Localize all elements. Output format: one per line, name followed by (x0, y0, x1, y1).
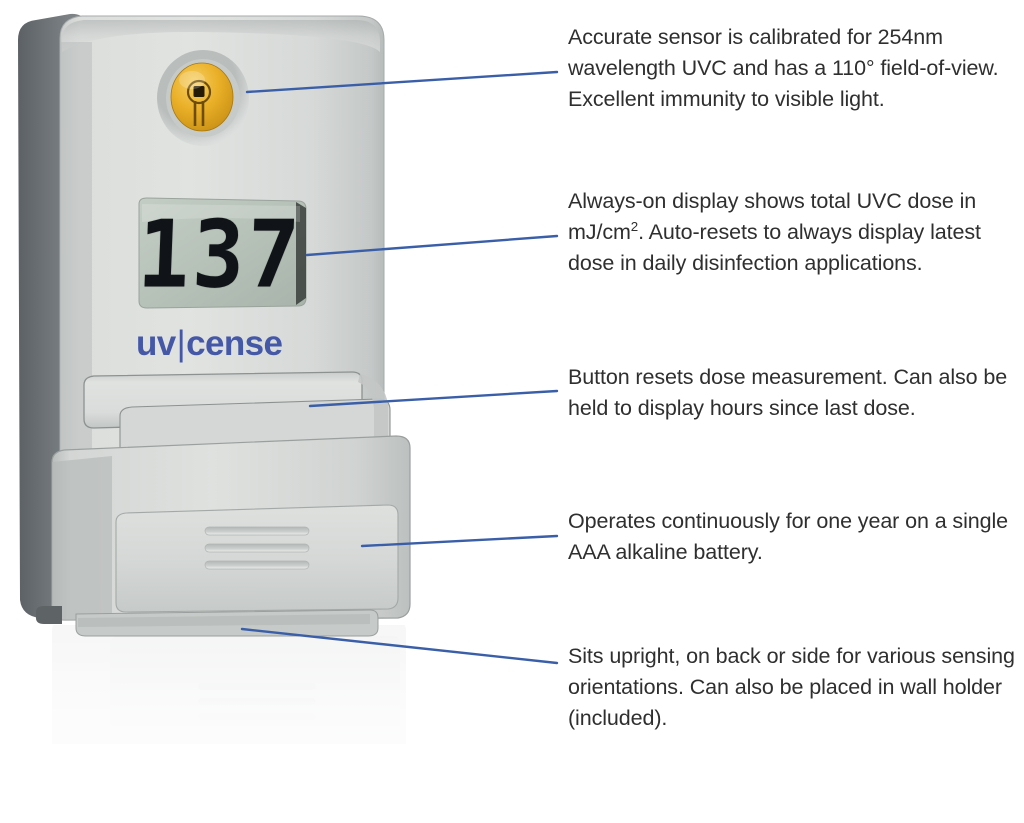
lcd-right-edge (296, 202, 306, 305)
brand-logo-separator: | (176, 324, 186, 363)
device-top-bevel (62, 20, 380, 52)
callout-orientation: Sits upright, on back or side for variou… (568, 644, 1015, 730)
device-face-left-shade (60, 42, 92, 460)
sensor-die-icon (186, 79, 212, 126)
device-foot-shade (78, 614, 370, 627)
callout-display-text-after: . Auto-resets to always display latest d… (568, 220, 981, 275)
lcd-sheen (142, 204, 300, 222)
callout-display-text-before: Always-on display shows total UVC dose i… (568, 189, 977, 244)
callout-display: Always-on display shows total UVC dose i… (568, 186, 1024, 279)
callout-sensor: Accurate sensor is calibrated for 254nm … (568, 25, 999, 111)
brand-logo-suffix: cense (186, 324, 283, 363)
sensor-highlight (179, 71, 205, 89)
brand-logo: uv|cense (136, 324, 283, 364)
callout-battery: Operates continuously for one year on a … (568, 509, 1009, 564)
battery-door (115, 504, 399, 613)
callout-button: Button resets dose measurement. Can also… (568, 365, 1008, 420)
battery-grip-ridges (204, 526, 310, 570)
callout-display-superscript: 2 (630, 218, 639, 234)
lower-body-left-shade (52, 456, 112, 620)
device-reflection (0, 625, 460, 823)
brand-logo-prefix: uv (136, 324, 176, 363)
device-rear-foot (36, 606, 62, 624)
